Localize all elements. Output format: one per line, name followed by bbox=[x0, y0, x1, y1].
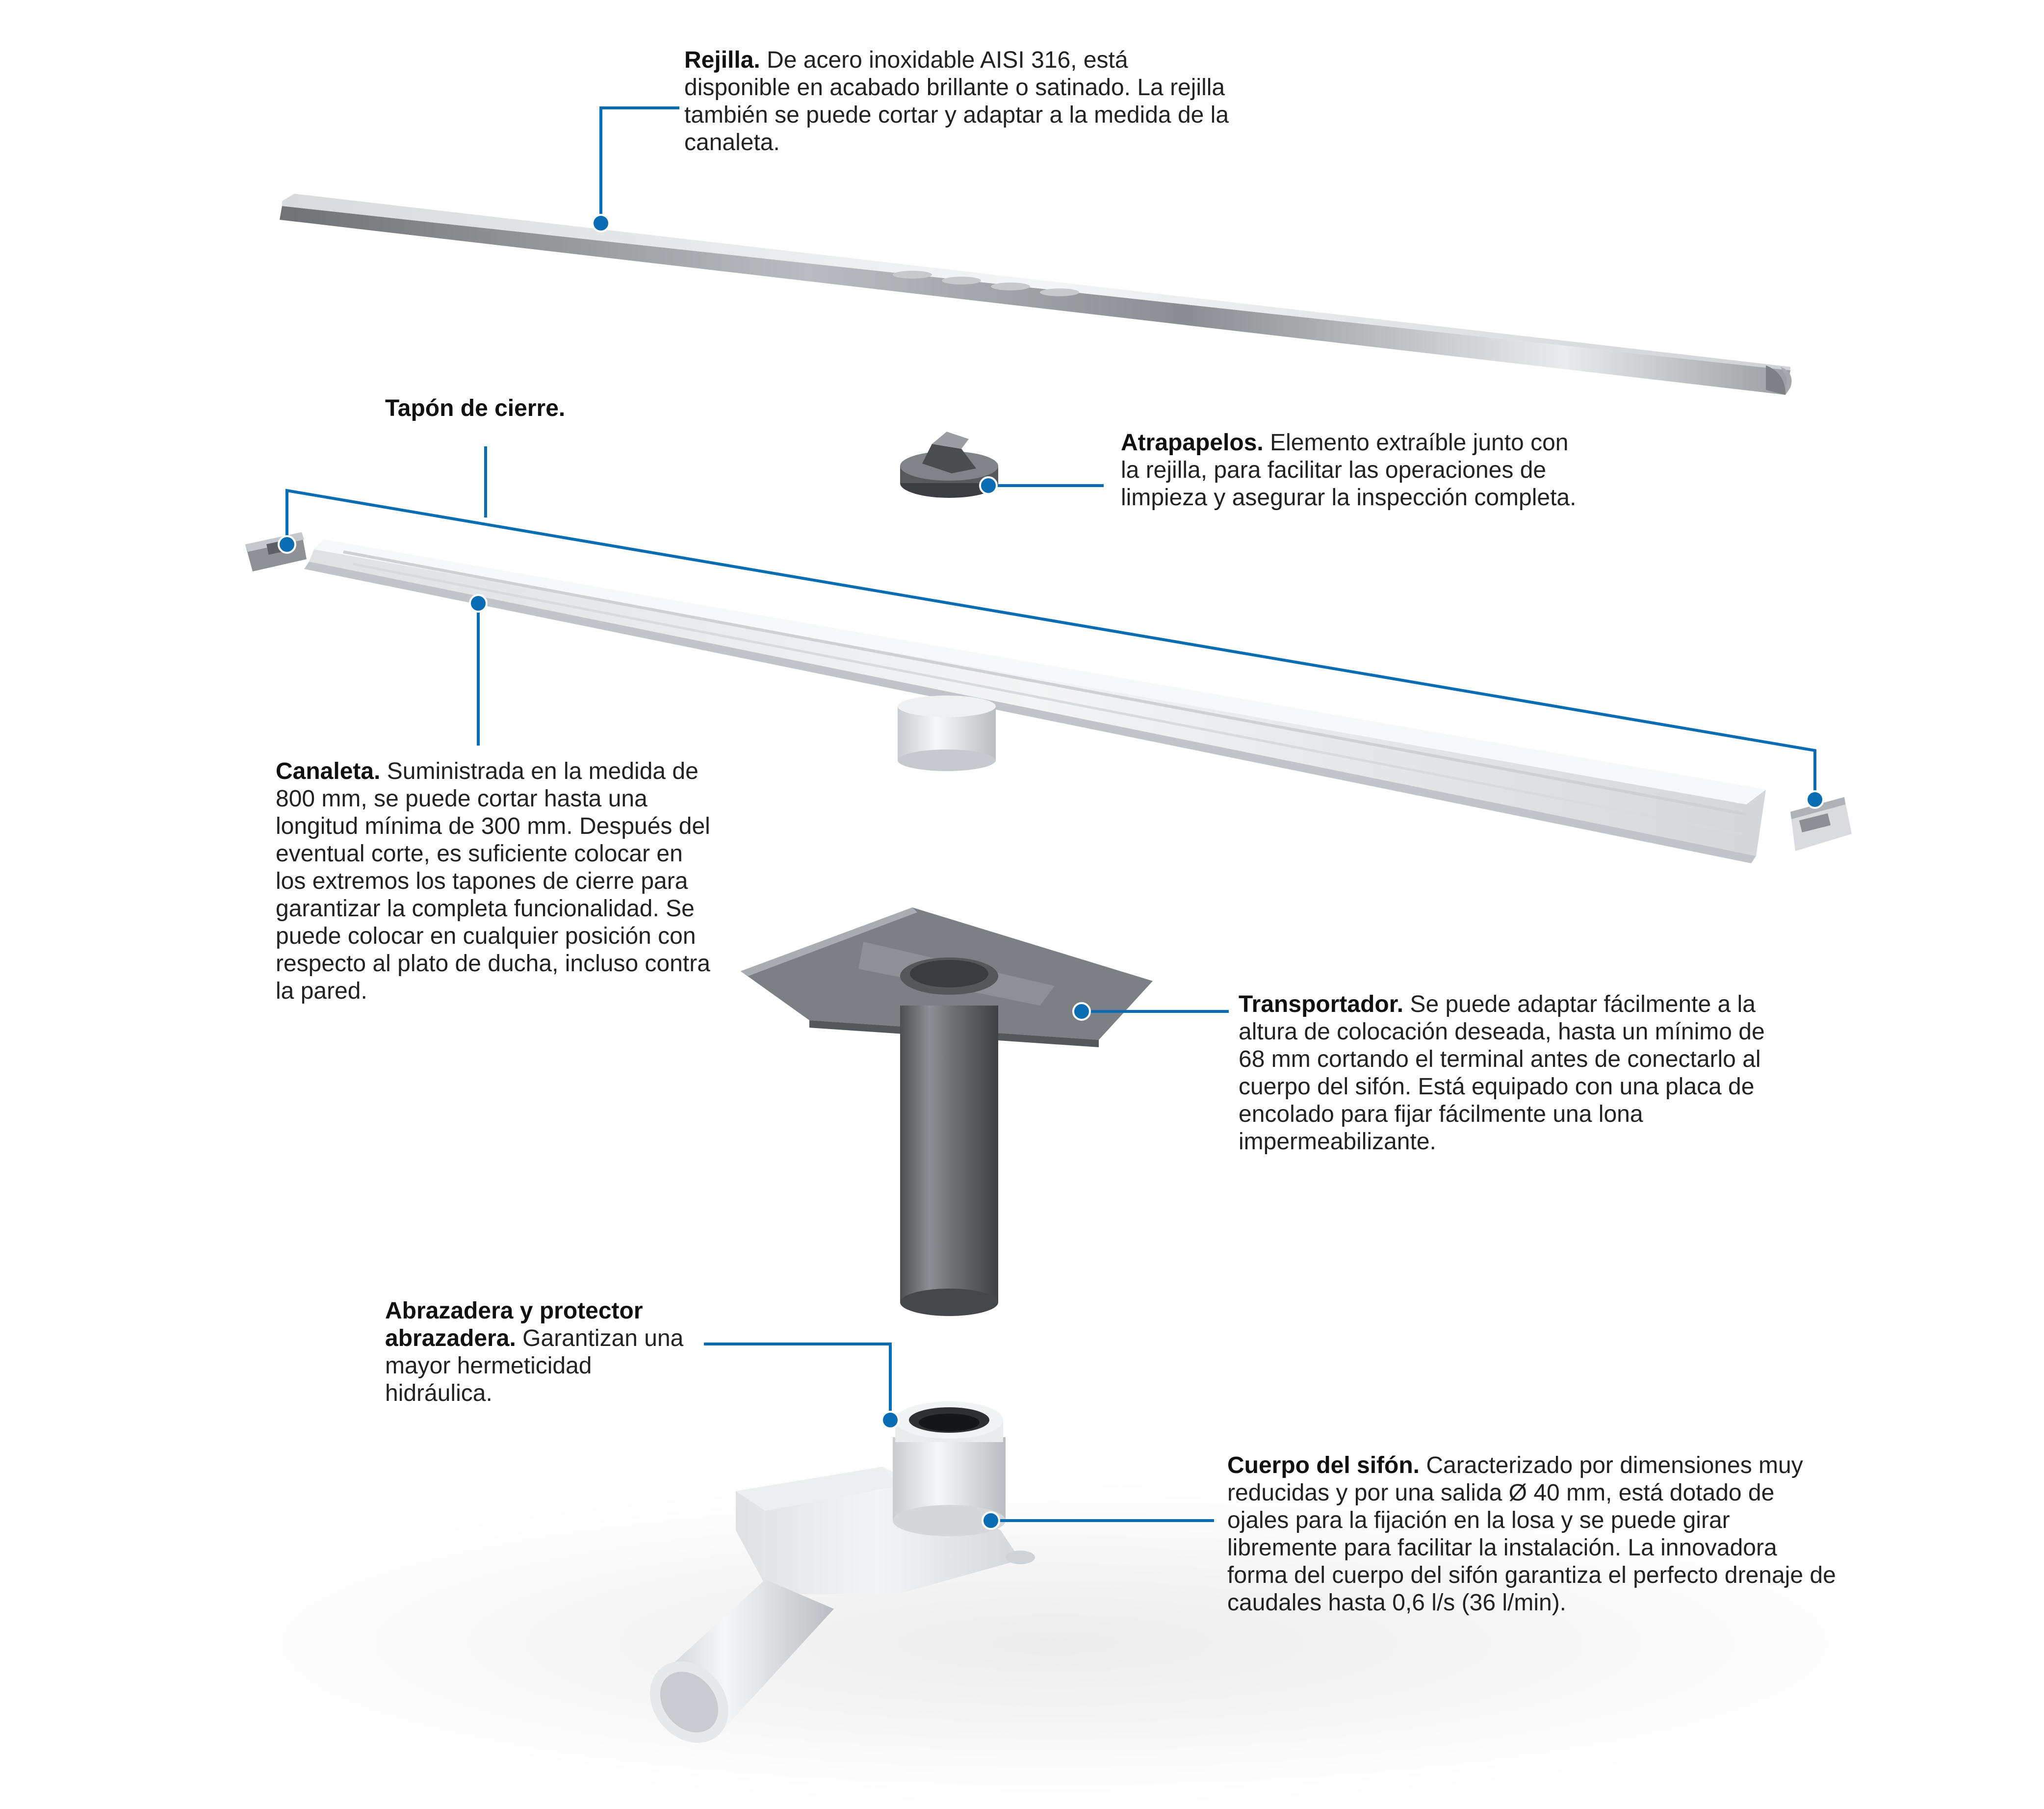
dot-transportador bbox=[1072, 1002, 1091, 1021]
dot-rejilla bbox=[592, 214, 610, 233]
callout-title: Tapón de cierre. bbox=[385, 395, 566, 421]
callout-title: Rejilla. bbox=[684, 47, 760, 73]
dot-atrapapelos bbox=[979, 476, 998, 495]
canaleta-channel bbox=[304, 540, 1766, 863]
leader-rejilla bbox=[599, 106, 679, 223]
dot-abrazadera bbox=[881, 1411, 900, 1429]
callout-rejilla: Rejilla. De acero inoxidable AISI 316, e… bbox=[684, 47, 1239, 156]
atrapapelos-hair-trap bbox=[900, 432, 998, 498]
rejilla-grate bbox=[280, 194, 1792, 395]
callout-canaleta: Canaleta. Suministrada en la medida de 8… bbox=[276, 758, 717, 1005]
callout-atrapapelos: Atrapapelos. Elemento extraíble junto co… bbox=[1121, 429, 1592, 512]
dot-tapon-right bbox=[1806, 790, 1824, 809]
callout-text: Garantizan una mayor hermeticidad hidráu… bbox=[385, 1325, 684, 1406]
callout-title: Canaleta. bbox=[276, 758, 381, 784]
callout-abrazadera: Abrazadera y protector abrazadera. Garan… bbox=[385, 1297, 699, 1407]
callout-text: Elemento extraíble junto con la rejilla,… bbox=[1121, 430, 1577, 511]
abrazadera-protector bbox=[895, 1401, 1003, 1442]
callout-title: Transportador. bbox=[1239, 991, 1404, 1017]
callout-title: Cuerpo del sifón. bbox=[1227, 1452, 1420, 1478]
transportador bbox=[741, 907, 1153, 1316]
cuerpo-sifon bbox=[650, 1437, 1035, 1743]
callout-text: Suministrada en la medida de 800 mm, se … bbox=[276, 758, 710, 1004]
callout-title: Abrazadera y protector abrazadera. bbox=[385, 1298, 643, 1351]
callout-text: Se puede adaptar fácilmente a la altura … bbox=[1239, 991, 1765, 1155]
callout-transportador: Transportador. Se puede adaptar fácilmen… bbox=[1239, 991, 1778, 1156]
callout-sifon: Cuerpo del sifón. Caracterizado por dime… bbox=[1227, 1452, 1840, 1617]
floor-shadow bbox=[172, 1481, 1938, 1805]
callout-text: De acero inoxidable AISI 316, está dispo… bbox=[684, 47, 1229, 155]
tapon-cierre-left bbox=[245, 532, 307, 571]
leader-tapon bbox=[285, 446, 1816, 800]
dot-tapon-left bbox=[278, 535, 296, 554]
callout-title: Atrapapelos. bbox=[1121, 430, 1264, 456]
callout-text: Caracterizado por dimensiones muy reduci… bbox=[1227, 1452, 1836, 1616]
dot-sifon bbox=[982, 1511, 1000, 1530]
callout-tapon: Tapón de cierre. bbox=[385, 395, 630, 422]
leader-abrazadera bbox=[704, 1343, 892, 1420]
tapon-cierre-right bbox=[1790, 797, 1852, 851]
dot-canaleta bbox=[469, 594, 488, 613]
